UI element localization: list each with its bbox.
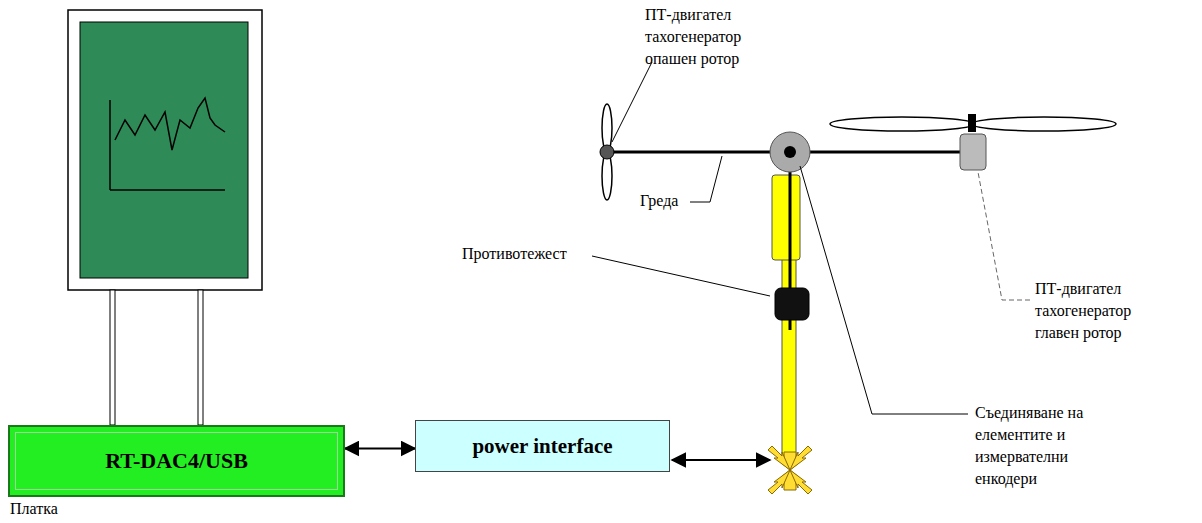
main-rotor-label: ПТ-двигател тахогенератор главен ротор — [1035, 278, 1160, 344]
beam-label: Греда — [640, 190, 700, 212]
power-interface-box: power interface — [415, 420, 670, 472]
hub — [770, 132, 810, 172]
helicopter-stand — [768, 152, 812, 494]
monitor — [68, 10, 262, 425]
tail-rotor-label: ПТ-двигател тахогенератор опашен ротор — [645, 4, 767, 70]
power-cable — [672, 459, 770, 461]
board-caption: Платка — [10, 498, 130, 520]
data-link-arrow — [345, 448, 415, 450]
box-text: power interface — [472, 434, 612, 459]
joint-encoder-label: Съединяване на елементите и измервателни… — [975, 402, 1105, 490]
controller-board: RT-DAC4/USB — [8, 425, 345, 497]
leader-lines — [592, 62, 1030, 414]
tail-rotor — [600, 104, 614, 200]
box-text: RT-DAC4/USB — [105, 448, 248, 474]
main-rotor — [830, 114, 1116, 170]
counterweight-label: Противотежест — [462, 243, 592, 265]
